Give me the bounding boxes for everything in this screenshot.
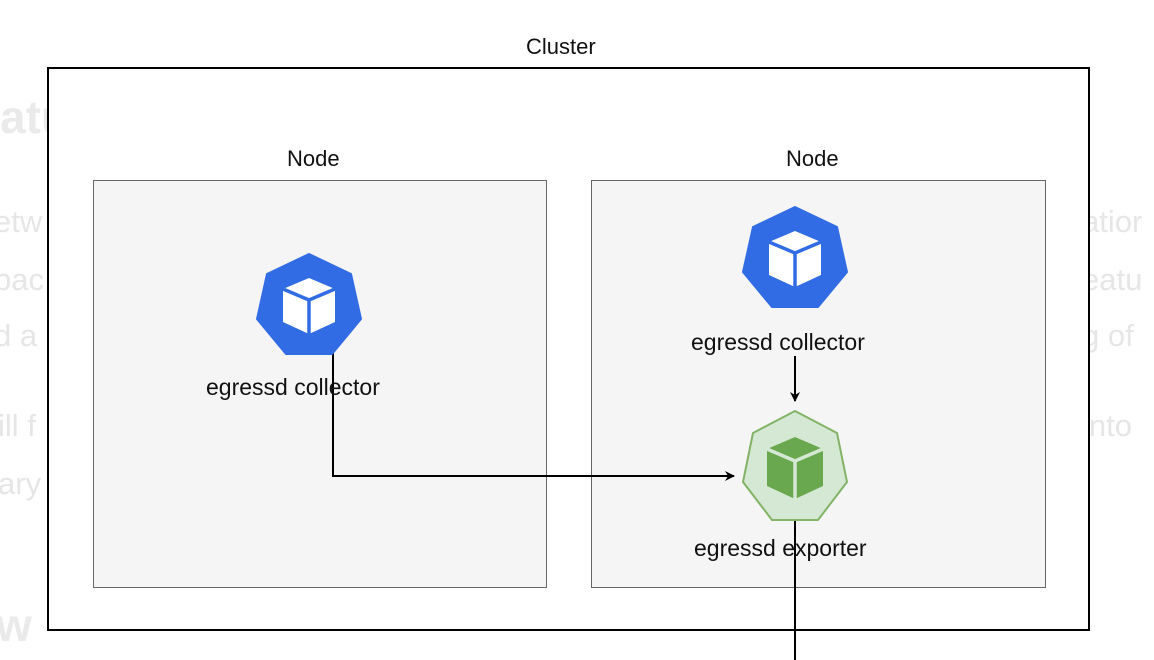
connector-collector-left-to-exporter: [332, 352, 735, 481]
cluster-label: Cluster: [526, 34, 596, 59]
background-text-line: g of: [1082, 318, 1134, 353]
node-label-right: Node: [786, 146, 839, 171]
background-text-line: atior: [1082, 204, 1143, 239]
background-heading: w: [0, 599, 32, 651]
background-text-line: ill f: [0, 408, 36, 443]
kubernetes-pod-icon: [742, 206, 848, 308]
kubernetes-pod-icon: [742, 410, 848, 521]
background-text-line: d a: [0, 318, 38, 353]
node-box-left: [93, 180, 547, 588]
component-label-collector-right: egressd collector: [691, 329, 865, 355]
background-text-line: into: [1082, 408, 1132, 443]
background-text-line: ary: [0, 466, 42, 501]
kubernetes-pod-icon: [256, 253, 362, 355]
node-label-left: Node: [287, 146, 340, 171]
background-text-line: eatu: [1082, 262, 1143, 297]
component-label-exporter: egressd exporter: [694, 535, 867, 561]
background-text-line: bac: [0, 262, 44, 297]
background-text-line: etw: [0, 204, 43, 239]
component-label-collector-left: egressd collector: [206, 374, 380, 400]
